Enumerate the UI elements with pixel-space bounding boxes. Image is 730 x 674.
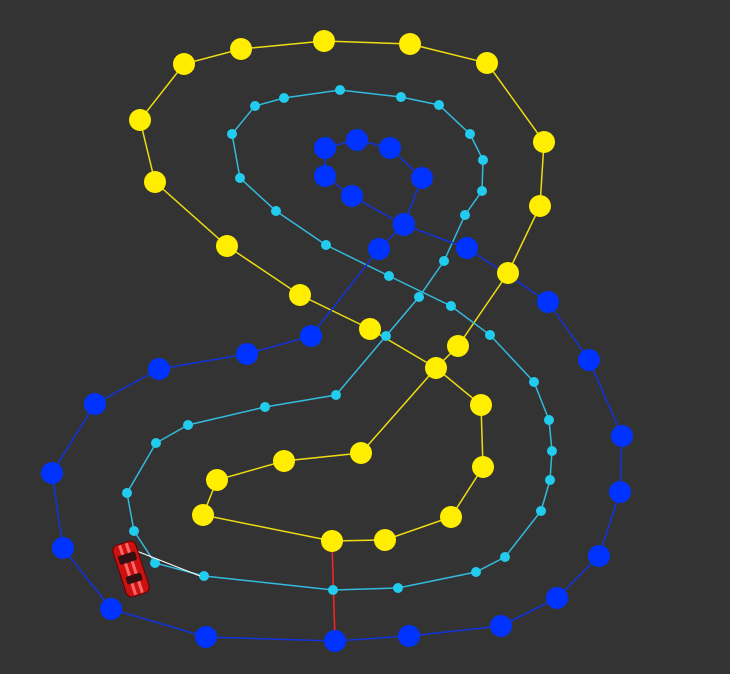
inner-node-13 — [230, 38, 252, 60]
outer-node-26 — [195, 626, 217, 648]
outer-node-18 — [368, 238, 390, 260]
outer-node-23 — [41, 462, 63, 484]
center-node-14 — [235, 173, 245, 183]
outer-node-20 — [236, 343, 258, 365]
car-rear-window — [125, 572, 143, 585]
inner-node-18 — [289, 284, 311, 306]
outer-node-1 — [398, 625, 420, 647]
center-node-16 — [250, 101, 260, 111]
center-node-21 — [465, 129, 475, 139]
outer-node-7 — [578, 349, 600, 371]
outer-node-11 — [341, 185, 363, 207]
outer-node-14 — [346, 129, 368, 151]
center-node-19 — [396, 92, 406, 102]
outer-node-9 — [456, 237, 478, 259]
center-node-8 — [529, 377, 539, 387]
outer-node-2 — [490, 615, 512, 637]
inner-node-10 — [476, 52, 498, 74]
center-node-23 — [477, 186, 487, 196]
inner-node-3 — [472, 456, 494, 478]
outer-node-25 — [100, 598, 122, 620]
center-node-24 — [460, 210, 470, 220]
inner-node-9 — [533, 131, 555, 153]
outer-boundary-lines — [51, 139, 623, 642]
outer-node-5 — [609, 481, 631, 503]
center-node-0 — [328, 585, 338, 595]
inner-node-5 — [425, 357, 447, 379]
inner-node-14 — [173, 53, 195, 75]
inner-node-22 — [206, 469, 228, 491]
outer-node-17 — [393, 213, 415, 235]
center-node-26 — [414, 292, 424, 302]
center-node-2 — [471, 567, 481, 577]
outer-node-15 — [379, 137, 401, 159]
center-node-9 — [485, 330, 495, 340]
outer-node-4 — [588, 545, 610, 567]
center-node-31 — [151, 438, 161, 448]
inner-node-2 — [440, 506, 462, 528]
outer-node-19 — [300, 325, 322, 347]
center-node-17 — [279, 93, 289, 103]
center-node-30 — [183, 420, 193, 430]
inner-node-11 — [399, 33, 421, 55]
center-node-18 — [335, 85, 345, 95]
inner-node-21 — [273, 450, 295, 472]
outer-node-6 — [611, 425, 633, 447]
inner-boundary-segment-b — [139, 40, 545, 369]
inner-node-8 — [529, 195, 551, 217]
outer-node-16 — [411, 167, 433, 189]
center-node-13 — [271, 206, 281, 216]
inner-node-17 — [216, 235, 238, 257]
center-node-6 — [547, 446, 557, 456]
outer-node-13 — [314, 137, 336, 159]
inner-boundary-nodes — [129, 30, 555, 552]
inner-boundary-segment-c — [201, 367, 437, 542]
race-car — [112, 540, 201, 598]
inner-node-1 — [374, 529, 396, 551]
outer-node-8 — [537, 291, 559, 313]
center-node-11 — [384, 271, 394, 281]
center-node-5 — [545, 475, 555, 485]
inner-node-20 — [350, 442, 372, 464]
outer-node-12 — [314, 165, 336, 187]
inner-node-12 — [313, 30, 335, 52]
outer-boundary-path — [51, 139, 623, 642]
inner-node-4 — [470, 394, 492, 416]
center-node-4 — [536, 506, 546, 516]
outer-node-0 — [324, 630, 346, 652]
inner-node-19 — [359, 318, 381, 340]
inner-node-16 — [144, 171, 166, 193]
center-node-33 — [129, 526, 139, 536]
center-node-29 — [260, 402, 270, 412]
center-node-22 — [478, 155, 488, 165]
car-windshield — [118, 551, 137, 565]
outer-node-21 — [148, 358, 170, 380]
center-node-35 — [199, 571, 209, 581]
center-node-32 — [122, 488, 132, 498]
inner-node-23 — [192, 504, 214, 526]
center-node-10 — [446, 301, 456, 311]
center-node-25 — [439, 256, 449, 266]
center-node-27 — [381, 331, 391, 341]
center-node-3 — [500, 552, 510, 562]
center-node-20 — [434, 100, 444, 110]
inner-node-0 — [321, 530, 343, 552]
outer-node-22 — [84, 393, 106, 415]
inner-node-15 — [129, 109, 151, 131]
center-node-7 — [544, 415, 554, 425]
outer-node-24 — [52, 537, 74, 559]
inner-node-7 — [497, 262, 519, 284]
outer-boundary-nodes — [41, 129, 633, 652]
outer-node-3 — [546, 587, 568, 609]
center-node-12 — [321, 240, 331, 250]
center-node-34 — [150, 558, 160, 568]
center-node-15 — [227, 129, 237, 139]
center-node-1 — [393, 583, 403, 593]
center-node-28 — [331, 390, 341, 400]
inner-node-6 — [447, 335, 469, 357]
center-line-nodes — [122, 85, 557, 595]
